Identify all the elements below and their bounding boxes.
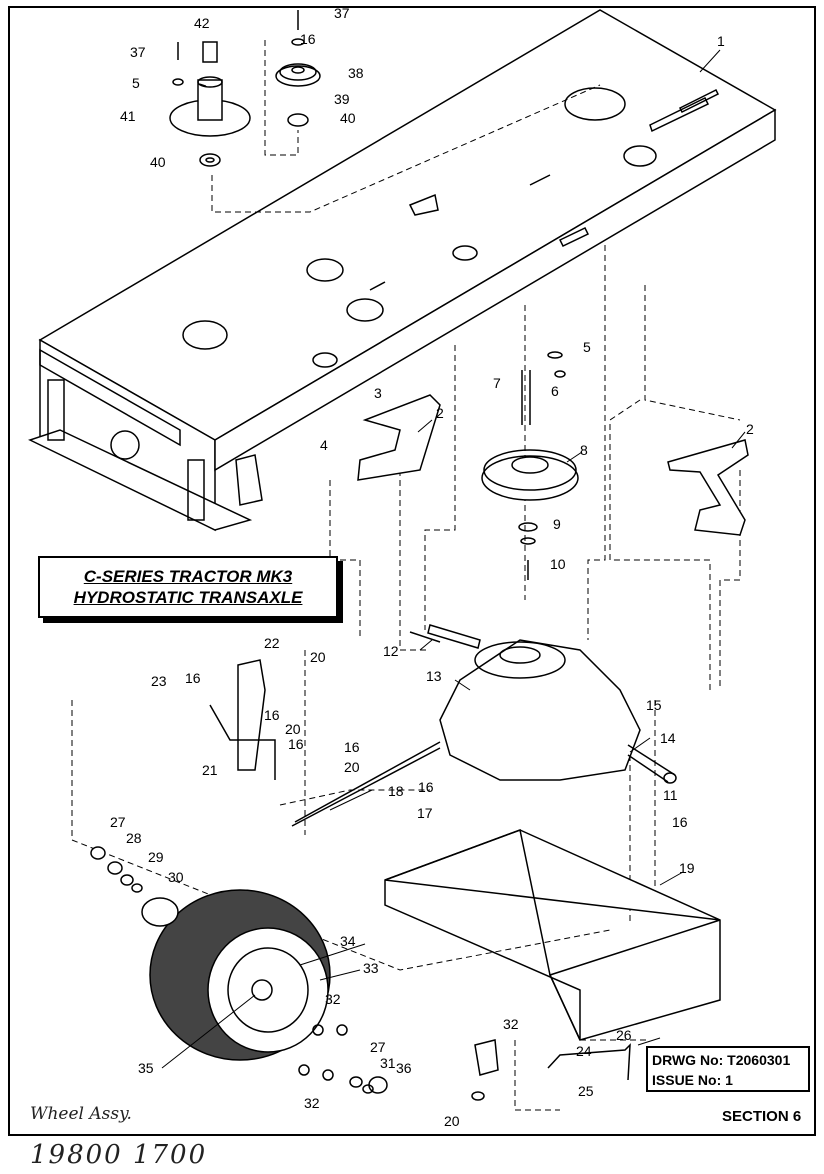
handwritten-note: Wheel Assy. [30,1104,132,1124]
callout-label: 36 [396,1060,412,1076]
drawing-frame [8,6,816,1136]
callout-label: 3 [374,385,382,401]
callout-label: 19 [679,860,695,876]
section-label: SECTION 6 [722,1108,802,1125]
callout-label: 4 [320,437,328,453]
callout-label: 32 [503,1016,519,1032]
callout-label: 20 [444,1113,460,1129]
callout-label: 23 [151,673,167,689]
callout-label: 9 [553,516,561,532]
control-bracket [209,659,276,780]
drawing-title: C-SERIES TRACTOR MK3 HYDROSTATIC TRANSAX… [38,556,338,618]
callout-label: 42 [194,15,210,31]
callout-label: 41 [120,108,136,124]
issue-number: ISSUE No: 1 [652,1072,733,1088]
callout-label: 13 [426,668,442,684]
callout-label: 35 [138,1060,154,1076]
drive-pulley [481,351,579,580]
callout-label: 16 [288,736,304,752]
callout-label: 37 [334,5,350,21]
callout-label: 7 [493,375,501,391]
callout-labels: 1 2 2 3 4 5 5 6 7 8 9 10 11 11 12 13 14 … [110,5,754,1129]
callout-label: 22 [264,635,280,651]
callout-label: 2 [746,421,754,437]
callout-label: 5 [132,75,140,91]
callout-label: 15 [646,697,662,713]
callout-label: 11 [663,787,678,803]
callout-label: 14 [660,730,676,746]
handwritten-part-number: 19800 1700 [30,1140,208,1170]
callout-label: 39 [334,91,350,107]
callout-label: 6 [551,383,559,399]
callout-label: 28 [126,830,142,846]
transaxle-brackets [357,394,749,536]
rear-wheel [90,846,388,1094]
callout-label: 38 [348,65,364,81]
callout-label: 26 [616,1027,632,1043]
callout-label: 25 [578,1083,594,1099]
callout-label: 2 [436,405,444,421]
title-line-2: HYDROSTATIC TRANSAXLE [73,588,303,607]
hydrostatic-transaxle [409,624,677,784]
callout-label: 30 [168,869,184,885]
callout-label: 18 [388,783,404,799]
callout-label: 29 [148,849,164,865]
callout-label: 40 [340,110,356,126]
callout-label: 20 [344,759,360,775]
callout-label: 16 [344,739,360,755]
callout-label: 31 [380,1055,396,1071]
callout-label: 34 [340,933,356,949]
callout-label: 8 [580,442,588,458]
chassis-frame [28,9,777,532]
callout-label: 37 [130,44,146,60]
spindle-assembly [169,10,321,167]
callout-label: 27 [370,1039,386,1055]
callout-label: 32 [304,1095,320,1111]
callout-label: 24 [576,1043,592,1059]
callout-label: 16 [185,670,201,686]
callout-label: 1 [717,33,725,49]
callout-label: 12 [383,643,399,659]
callout-label: 33 [363,960,379,976]
callout-label: 20 [310,649,326,665]
callout-label: 10 [550,556,566,572]
callout-label: 21 [202,762,218,778]
callout-label: 20 [285,721,301,737]
callout-label: 40 [150,154,166,170]
callout-label: 16 [418,779,434,795]
drawing-number: DRWG No: T2060301 [652,1052,791,1068]
title-line-1: C-SERIES TRACTOR MK3 [83,567,293,586]
callout-label: 16 [672,814,688,830]
transaxle-cover [384,828,721,1041]
callout-label: 5 [583,339,591,355]
callout-label: 16 [264,707,280,723]
callout-label: 17 [417,805,433,821]
callout-label: 32 [325,991,341,1007]
callout-label: 16 [300,31,316,47]
drawing-info-box: DRWG No: T2060301 ISSUE No: 1 [646,1046,810,1092]
callout-label: 27 [110,814,126,830]
